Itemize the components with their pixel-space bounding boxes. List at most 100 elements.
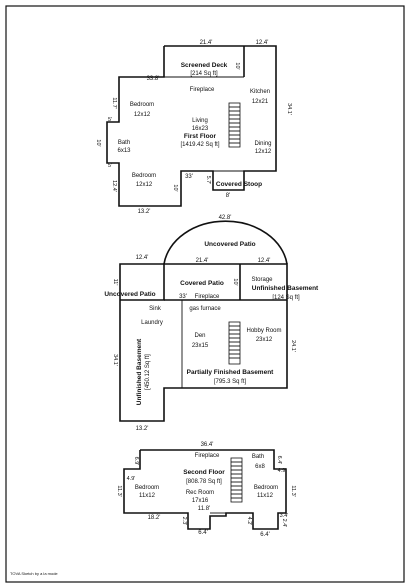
page-border (5, 5, 405, 583)
dining-label: Dining (254, 141, 271, 147)
second-floor-plan: Fireplace Bath 6x8 Second Floor [808.78 … (116, 442, 296, 538)
dim-second-step-left-h: 6.4' (198, 530, 208, 536)
bedroom-right-label: Bedroom (254, 485, 278, 491)
bedroom-bottom-label: Bedroom (132, 173, 156, 179)
dim-notch-top: 5' (108, 117, 112, 123)
second-floor-bath-size: 6x8 (255, 464, 265, 470)
first-floor-fireplace-label: Fireplace (190, 87, 215, 93)
second-floor-stairs (230, 457, 243, 503)
screened-deck-area: [214 Sq ft] (190, 71, 218, 77)
dim-basement-left-top: 12.4' (136, 255, 149, 261)
unfinished-basement-left-area: [450.12 Sq ft] (145, 354, 151, 390)
covered-stoop-label: Covered Stoop (216, 181, 262, 188)
basement-outline (119, 263, 288, 422)
dim-basement-fireplace-len: 33' (179, 294, 187, 300)
dim-basement-right-top: 12.4' (258, 258, 271, 264)
dim-second-right-notch-v: 6.4' (276, 456, 282, 465)
uncovered-patio-top-label: Uncovered Patio (204, 241, 255, 248)
dim-deck-left: 33.8' (147, 76, 160, 82)
basement-stairs (228, 321, 241, 365)
dim-deck-top: 21.4' (200, 40, 213, 46)
dim-second-right-side: 11.3' (290, 485, 296, 496)
hobby-room-size: 23x12 (256, 337, 273, 343)
rec-room-size: 17x16 (192, 498, 209, 504)
basement-fireplace-label: Fireplace (195, 294, 220, 300)
hobby-room-label: Hobby Room (246, 328, 281, 334)
unfinished-basement-left-label: Unfinished Basement (136, 338, 143, 405)
dim-second-step-right-h: 6.4' (260, 532, 270, 538)
uncovered-patio-left-label: Uncovered Patio (104, 291, 155, 298)
partially-finished-area: [795.3 Sq ft] (214, 379, 247, 385)
dim-second-left-notch: 4.9' (127, 476, 136, 482)
dim-bottom-mid: 33' (185, 174, 193, 180)
dim-second-right-notch: 4.9' (278, 468, 287, 474)
footer-credit: TOVA Sketch by a la mode (10, 571, 58, 576)
kitchen-size: 12x21 (252, 99, 269, 105)
dim-deck-side: 10' (234, 62, 240, 69)
dim-second-left-side: 11.3' (116, 485, 122, 496)
bedroom-left-size: 11x12 (139, 493, 156, 499)
first-floor-area: [1419.42 Sq ft] (180, 142, 219, 148)
dim-notch-bottom: 5' (108, 163, 112, 169)
dining-size: 12x12 (255, 149, 272, 155)
second-floor-fireplace-label: Fireplace (195, 453, 220, 459)
dim-stoop-side: 5.7' (205, 176, 211, 185)
gas-furnace-label: gas furnace (189, 306, 221, 312)
dim-left-upper: 11.7' (111, 97, 117, 108)
first-floor-plan: Screened Deck [214 Sq ft] Fireplace Bedr… (95, 40, 292, 215)
dim-second-bottom-mid: 11.8' (198, 506, 210, 512)
dim-basement-right-side: 24.1' (290, 340, 296, 352)
unfinished-basement-right-label: Unfinished Basement (252, 285, 319, 292)
den-label: Den (194, 333, 205, 339)
dim-second-top: 36.4' (201, 442, 214, 448)
bedroom-top-label: Bedroom (130, 102, 154, 108)
dim-basement-left-side-top: 11' (112, 279, 118, 286)
dim-stoop-bottom: 8' (226, 193, 230, 199)
uncovered-patio-arc (163, 220, 288, 265)
first-floor-stairs (228, 102, 241, 148)
second-floor-name: Second Floor (183, 469, 225, 476)
living-size: 16x23 (192, 126, 209, 132)
screened-deck-label: Screened Deck (181, 62, 228, 69)
kitchen-label: Kitchen (250, 89, 270, 95)
dim-second-left-notch-v: 6.9' (133, 457, 139, 466)
dim-basement-bottom-left: 13.2' (136, 426, 149, 432)
dim-basement-mid-top: 21.4' (196, 258, 209, 264)
laundry-label: Laundry (141, 320, 163, 326)
dim-arc-top: 42.8' (219, 215, 232, 221)
sink-label: Sink (149, 306, 162, 312)
living-label: Living (192, 118, 208, 124)
storage-label: Storage (251, 277, 273, 283)
covered-patio-label: Covered Patio (180, 280, 224, 287)
dim-bed-side: 10' (172, 184, 178, 191)
dim-second-corner-v: 2.4' (281, 519, 287, 528)
first-floor-outline (106, 45, 277, 207)
second-floor-area: [808.78 Sq ft] (186, 479, 222, 485)
rec-room-label: Rec Room (186, 490, 214, 496)
dim-second-step-right-v: 4.2' (246, 517, 252, 526)
basement-plan: Uncovered Patio Uncovered Patio Covered … (104, 215, 319, 432)
unfinished-basement-right-area: [124 Sq ft] (272, 295, 300, 301)
bedroom-right-size: 11x12 (257, 493, 274, 499)
den-size: 23x15 (192, 343, 209, 349)
bath-size: 6x13 (117, 148, 131, 154)
uncovered-patio-left-outline (119, 263, 164, 300)
first-floor-name: First Floor (184, 133, 217, 140)
dim-right-side: 34.1' (286, 103, 292, 115)
dim-basement-mid-side: 10' (232, 278, 238, 285)
bath-label: Bath (118, 140, 130, 146)
dim-left-lower: 12.4' (111, 180, 117, 192)
dim-basement-left-side: 34.1' (112, 354, 118, 366)
bedroom-top-size: 12x12 (134, 112, 151, 118)
dim-left-mid: 10' (95, 139, 101, 146)
dim-second-bottom-left: 18.2' (148, 515, 161, 521)
second-floor-bath-label: Bath (252, 454, 264, 460)
dim-bottom-left: 13.2' (138, 209, 151, 215)
bedroom-left-label: Bedroom (135, 485, 159, 491)
dim-deck-right-top: 12.4' (256, 40, 269, 46)
dim-second-corner-h: 3.4' (280, 513, 289, 519)
bedroom-bottom-size: 12x12 (136, 182, 153, 188)
partially-finished-label: Partially Finished Basement (187, 369, 275, 376)
